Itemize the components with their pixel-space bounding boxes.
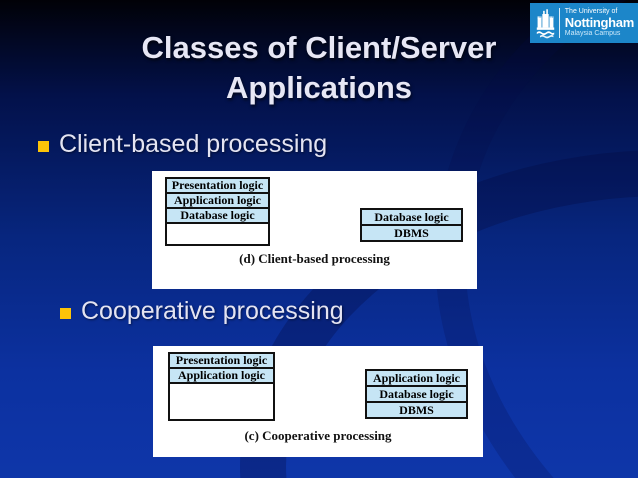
- logic-box: Presentation logic: [168, 352, 275, 369]
- bullet-item-cooperative: Cooperative processing: [60, 296, 344, 326]
- logo-text: The University of Nottingham Malaysia Ca…: [564, 8, 635, 38]
- logic-box: Database logic: [360, 208, 463, 226]
- empty-box: [165, 222, 270, 246]
- logic-box: Database logic: [165, 207, 270, 224]
- bullet-item-client-based: Client-based processing: [38, 129, 327, 159]
- logic-box: DBMS: [360, 224, 463, 242]
- bullet-square-icon: [38, 141, 49, 152]
- logic-box: Database logic: [365, 385, 468, 403]
- castle-icon: [536, 8, 555, 38]
- logic-box: Application logic: [165, 192, 270, 209]
- logo-line-university: The University of: [564, 8, 618, 16]
- bullet-label-cooperative: Cooperative processing: [81, 297, 344, 325]
- logic-box: Application logic: [365, 369, 468, 387]
- client-stack: Presentation logic Application logic: [168, 352, 275, 421]
- bullet-square-icon: [60, 308, 71, 319]
- logo-divider: [559, 8, 560, 38]
- diagram-cooperative-processing: Presentation logic Application logic App…: [153, 346, 483, 457]
- server-stack: Database logic DBMS: [360, 208, 463, 242]
- diagram-client-based-processing: Presentation logic Application logic Dat…: [152, 171, 477, 289]
- university-logo: The University of Nottingham Malaysia Ca…: [530, 3, 638, 43]
- diagram-caption: (d) Client-based processing: [239, 251, 390, 266]
- diagram-caption: (c) Cooperative processing: [244, 428, 392, 443]
- bullet-label-client-based: Client-based processing: [59, 130, 328, 158]
- empty-box: [168, 382, 275, 421]
- page-title: Classes of Client/Server Applications: [0, 28, 638, 107]
- logic-box: DBMS: [365, 401, 468, 419]
- client-stack: Presentation logic Application logic Dat…: [165, 177, 270, 246]
- logo-line-campus: Malaysia Campus: [564, 30, 621, 38]
- title-line-2: Applications: [225, 69, 412, 105]
- logic-box: Presentation logic: [165, 177, 270, 194]
- title-line-1: Classes of Client/Server: [141, 30, 497, 65]
- logo-line-nottingham: Nottingham: [564, 14, 635, 30]
- server-stack: Application logic Database logic DBMS: [365, 369, 468, 419]
- logic-box: Application logic: [168, 367, 275, 384]
